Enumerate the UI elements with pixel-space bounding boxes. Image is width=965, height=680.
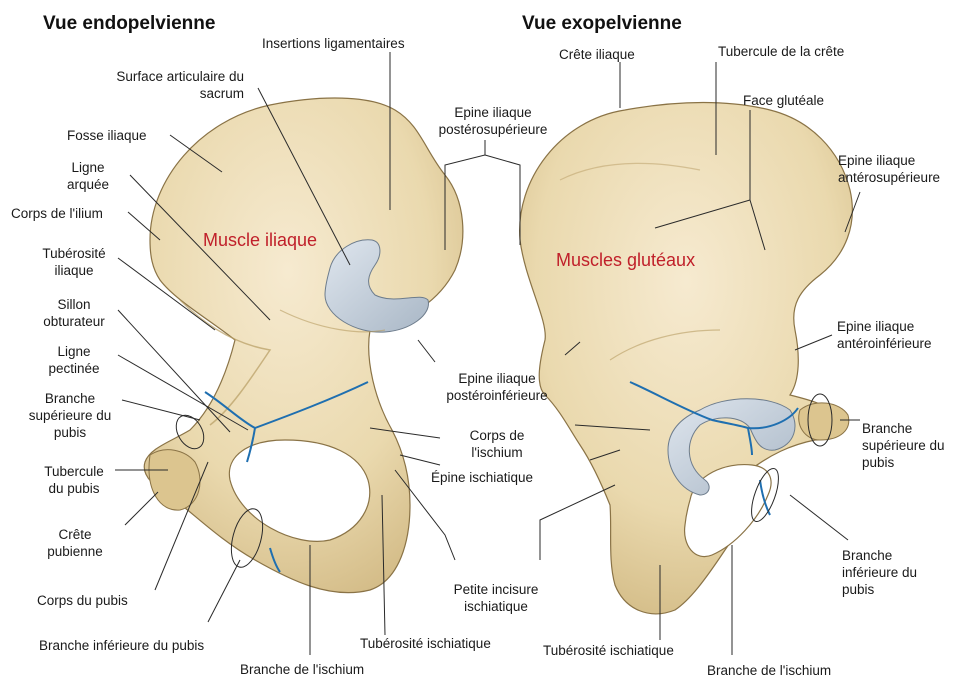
label-branche-superieure-pubis-left: Branche supérieure du pubis: [18, 390, 122, 441]
label-sillon-obturateur: Sillon obturateur: [30, 296, 118, 330]
label-petite-incisure-ischiatique: Petite incisure ischiatique: [441, 581, 551, 615]
label-tubercule-pubis: Tubercule du pubis: [30, 463, 118, 497]
label-branche-inferieure-pubis-left: Branche inférieure du pubis: [39, 637, 204, 654]
label-tubercule-crete: Tubercule de la crête: [718, 43, 844, 60]
label-branche-ischium-right: Branche de l'ischium: [707, 662, 831, 679]
label-tuberosite-ischiatique-right: Tubérosité ischiatique: [543, 642, 674, 659]
label-ligne-arquee: Ligne arquée: [58, 159, 118, 193]
left-muscle-label: Muscle iliaque: [203, 230, 317, 251]
label-surface-articulaire-sacrum: Surface articulaire du sacrum: [78, 68, 244, 102]
left-hip-bone: [144, 98, 463, 593]
left-view-title: Vue endopelvienne: [43, 13, 215, 35]
label-fosse-iliaque: Fosse iliaque: [67, 127, 147, 144]
label-tuberosite-iliaque: Tubérosité iliaque: [30, 245, 118, 279]
label-insertions-ligamentaires: Insertions ligamentaires: [262, 35, 405, 52]
label-epine-ischiatique: Épine ischiatique: [431, 469, 533, 486]
right-view-title: Vue exopelvienne: [522, 13, 682, 35]
label-epine-anteroinferieure: Epine iliaque antéroinférieure: [837, 318, 932, 352]
label-corps-ischium: Corps de l'ischium: [452, 427, 542, 461]
label-branche-superieure-pubis-right: Branche supérieure du pubis: [862, 420, 945, 471]
label-epine-posterosuperieure: Epine iliaque postérosupérieure: [428, 104, 558, 138]
label-corps-pubis: Corps du pubis: [37, 592, 128, 609]
label-epine-anterosuperieure: Epine iliaque antérosupérieure: [838, 152, 940, 186]
label-face-glutéale: Face glutéale: [743, 92, 824, 109]
label-crete-pubienne: Crête pubienne: [40, 526, 110, 560]
label-branche-inferieure-pubis-right: Branche inférieure du pubis: [842, 547, 917, 598]
label-branche-ischium-left: Branche de l'ischium: [240, 661, 364, 678]
label-epine-posteroinferieure: Epine iliaque postéroinférieure: [432, 370, 562, 404]
label-crete-iliaque: Crête iliaque: [559, 46, 635, 63]
label-ligne-pectinee: Ligne pectinée: [30, 343, 118, 377]
label-corps-ilium: Corps de l'ilium: [11, 205, 103, 222]
label-tuberosite-ischiatique-left: Tubérosité ischiatique: [360, 635, 491, 652]
right-muscle-label: Muscles glutéaux: [556, 250, 695, 271]
right-hip-bone: [520, 103, 853, 614]
